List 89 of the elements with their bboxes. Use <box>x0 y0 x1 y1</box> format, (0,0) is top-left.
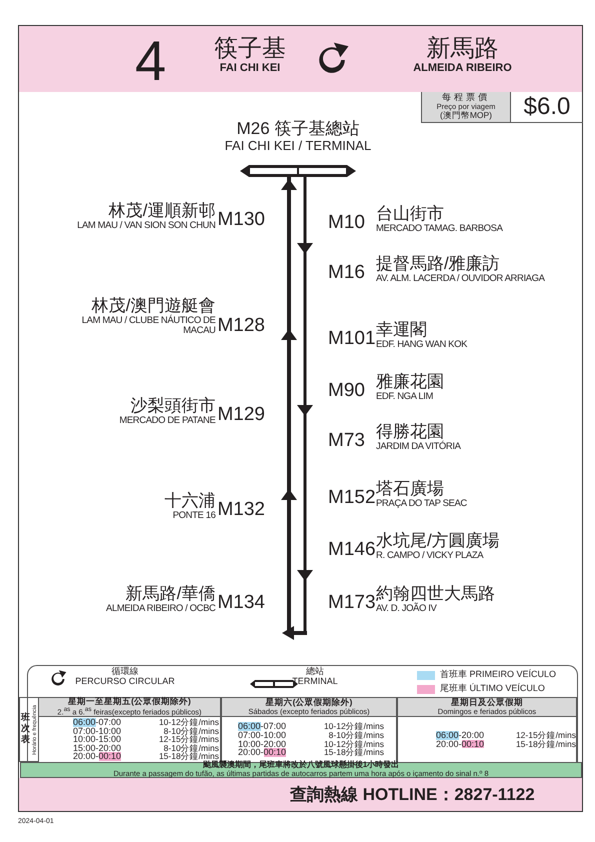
first-bus-time: 06:00 <box>436 730 459 740</box>
frequency-text: 12-15分鐘/mins <box>514 730 576 740</box>
terminal-label: 總站 <box>305 667 325 677</box>
terminal-label-portuguese: TERMINAL <box>291 676 339 687</box>
route-type-label: 循環線 <box>110 667 140 677</box>
frequency-text: 10-12分鐘/mins <box>158 718 219 727</box>
stop-code: M146 <box>328 540 374 562</box>
route-type-label-portuguese: PERCURSO CIRCULAR <box>74 676 176 687</box>
stop-name: 沙梨頭街市 <box>130 397 216 416</box>
stop-name-portuguese: PRAÇA DO TAP SEAC <box>376 498 467 510</box>
stop-code: M173 <box>328 593 374 614</box>
stop-name-portuguese: LAM MAU / VAN SION SON CHUN <box>77 220 216 232</box>
time-range: 20:00- <box>436 740 462 748</box>
frequency-text: 15-18分鐘/mins <box>322 748 384 757</box>
stop-code: M132 <box>217 500 265 522</box>
stop-name: 林茂/澳門遊艇會 <box>92 297 216 315</box>
hotline-text: 查詢熱線 HOTLINE：2827-1122 <box>290 786 535 805</box>
time-range: 20:00- <box>73 752 99 761</box>
time-range: 20:00- <box>238 748 264 757</box>
stop-name-portuguese: AV. ALM. LACERDA / OUVIDOR ARRIAGA <box>376 274 545 284</box>
fare-label: 每程票價 <box>442 93 490 104</box>
stop-code: M101 <box>328 329 374 350</box>
stop-name: 水坑尾/方圓廣場 <box>376 532 500 550</box>
stop-name-portuguese: EDF. NGA LIM <box>376 392 433 402</box>
time-range: -20:00 <box>458 730 484 740</box>
origin-name: 筷子基 <box>213 36 287 62</box>
frequency-text: 8-10分鐘/mins <box>164 744 219 752</box>
time-range: 10:00-15:00 <box>73 735 122 744</box>
stop-code: M152 <box>328 488 374 510</box>
frequency-text: 15-18分鐘/mins <box>158 752 219 761</box>
frequency-text: 12-15分鐘/mins <box>158 735 219 744</box>
stop-name: 新馬路/華僑 <box>126 585 216 604</box>
stop-name-portuguese: EDF. HANG WAN KOK <box>376 340 468 350</box>
time-range: -07:00 <box>96 718 122 727</box>
stop-code: M73 <box>328 431 366 452</box>
first-bus-time: 06:00 <box>238 722 261 731</box>
terminal-stop-name-portuguese: FAI CHI KEI / TERMINAL <box>224 138 372 153</box>
stop-code: M128 <box>217 316 265 337</box>
typhoon-notice: 颱風襲澳期間，尾班車將改於八號風球懸掛後1小時發出 <box>202 761 400 770</box>
time-range: 10:00-20:00 <box>238 740 286 748</box>
day-heading: 星期六(公眾假期除外) <box>266 698 352 708</box>
day-heading: 星期一至星期五(公眾假期除外) <box>68 697 191 707</box>
frequency-text: 10-12分鐘/mins <box>322 740 384 748</box>
time-range: -07:00 <box>260 722 286 731</box>
destination-name-portuguese: ALMEIDA RIBEIRO <box>412 62 513 74</box>
route-number: 4 <box>135 30 166 92</box>
time-range: 07:00-10:00 <box>238 730 286 740</box>
frequency-text: 10-12分鐘/mins <box>322 722 384 731</box>
stop-name: 約翰四世大馬路 <box>376 585 495 603</box>
stop-code: M129 <box>217 405 265 426</box>
stop-name-portuguese: MERCADO DE PATANE <box>119 416 216 426</box>
first-bus-time: 06:00 <box>73 718 96 727</box>
stop-name: 台山街市 <box>376 205 444 224</box>
stop-name-portuguese: MERCADO TAMAG. BARBOSA <box>376 224 503 234</box>
stop-name: 雅廉花園 <box>376 373 444 392</box>
stop-name: 得勝花園 <box>376 423 444 441</box>
notice-band <box>20 762 582 778</box>
currency-label: (澳門幣MOP) <box>440 111 492 121</box>
time-range: 07:00-10:00 <box>73 726 122 736</box>
frequency-text: 15-18分鐘/mins <box>514 740 576 748</box>
day-heading: 星期日及公眾假期 <box>451 698 523 708</box>
stop-name: 幸運閣 <box>376 321 427 339</box>
stop-name-portuguese: AV. D. JOÃO IV <box>376 604 436 614</box>
frequency-text: 8-10分鐘/mins <box>328 730 384 740</box>
stop-name: 林茂/運順新邨 <box>108 202 216 221</box>
legend-text: 尾班車 ÚLTIMO VEÍCULO <box>440 684 545 694</box>
stop-name: 提督馬路/雅廉訪 <box>376 255 500 274</box>
stop-code: M90 <box>328 381 366 402</box>
stop-name-portuguese: JARDIM DA VITÓRIA <box>376 442 461 452</box>
stop-name-portuguese: LAM MAU / CLUBE NÁUTICO DE MACAU <box>80 316 216 337</box>
time-range: 15:00-20:00 <box>73 744 122 752</box>
frequency-text: 8-10分鐘/mins <box>164 726 219 736</box>
origin-name-portuguese: FAI CHI KEI <box>218 62 282 74</box>
last-bus-time: 00:10 <box>264 748 286 757</box>
stop-code: M134 <box>217 593 265 614</box>
fare-amount: $6.0 <box>524 94 570 120</box>
stop-name-portuguese: ALMEIDA RIBEIRO / OCBC <box>106 604 216 614</box>
last-bus-time: 00:10 <box>462 740 484 748</box>
stop-code: M130 <box>217 210 265 232</box>
stop-name: 十六浦 <box>164 492 216 511</box>
stop-name-portuguese: PONTE 16 <box>172 510 216 522</box>
stop-code: M10 <box>328 213 366 234</box>
terminal-stop-name: M26 筷子基總站 <box>236 120 360 139</box>
last-bus-time: 00:10 <box>98 752 122 761</box>
stop-code: M16 <box>328 263 366 284</box>
stop-name: 塔石廣場 <box>376 480 444 498</box>
legend-text: 首班車 PRIMEIRO VEÍCULO <box>440 670 556 680</box>
destination-name: 新馬路 <box>426 36 500 62</box>
stop-name-portuguese: R. CAMPO / VICKY PLAZA <box>376 550 484 562</box>
